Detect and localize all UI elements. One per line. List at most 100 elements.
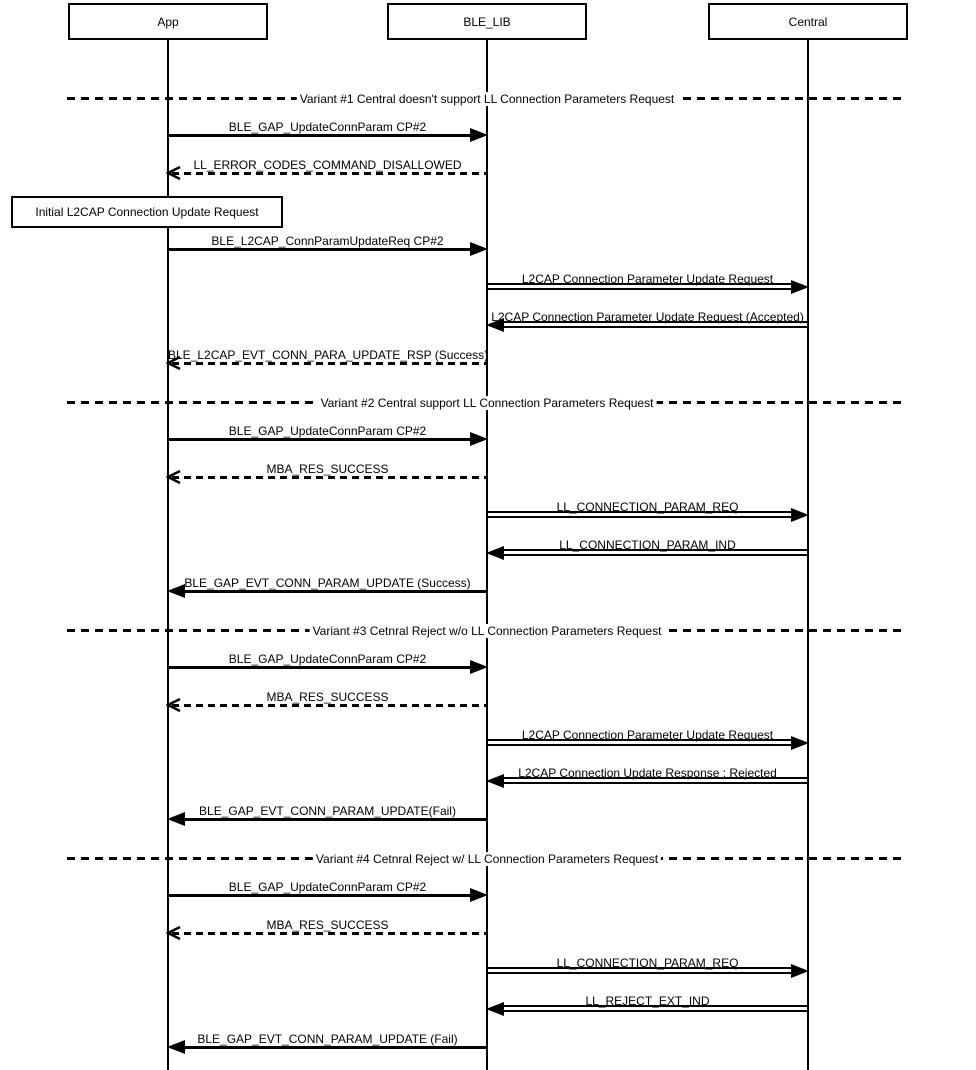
arrowhead-filled-icon [470,128,488,142]
message-label: MBA_RES_SUCCESS [266,462,389,476]
arrow-line [487,972,796,974]
message-arrow: BLE_GAP_UpdateConnParam CP#2 [168,114,488,144]
variant-divider-label: Variant #1 Central doesn't support LL Co… [296,91,678,106]
message-arrow: BLE_GAP_EVT_CONN_PARAM_UPDATE(Fail) [167,798,487,828]
arrow-line [168,666,475,669]
arrow-line [499,549,808,551]
message-arrow: L2CAP Connection Parameter Update Reques… [487,266,809,296]
message-arrow: LL_ERROR_CODES_COMMAND_DISALLOWED [165,152,487,182]
arrowhead-open-icon [165,925,182,941]
message-label: MBA_RES_SUCCESS [266,690,389,704]
message-label: L2CAP Connection Parameter Update Reques… [521,272,774,286]
participant-central-label: Central [788,14,828,29]
arrowhead-filled-icon [470,888,488,902]
arrowhead-filled-icon [470,660,488,674]
participant-central: Central [708,3,908,40]
message-arrow: LL_CONNECTION_PARAM_REQ [487,950,809,980]
arrow-line [499,554,808,556]
message-label: MBA_RES_SUCCESS [266,918,389,932]
arrow-line [180,590,487,593]
message-label: LL_CONNECTION_PARAM_REQ [556,500,739,514]
variant-divider-label: Variant #4 Cetnral Reject w/ LL Connecti… [312,851,662,866]
participant-ble-lib: BLE_LIB [387,3,587,40]
arrowhead-filled-icon [470,432,488,446]
variant-divider: Variant #4 Cetnral Reject w/ LL Connecti… [67,851,907,866]
message-label: BLE_GAP_EVT_CONN_PARAM_UPDATE(Fail) [199,804,456,818]
message-arrow: L2CAP Connection Update Response : Rejec… [486,760,808,790]
arrowhead-filled-icon [167,812,185,826]
note-label: Initial L2CAP Connection Update Request [35,205,259,219]
participant-ble-lib-label: BLE_LIB [463,14,511,29]
message-arrow: LL_CONNECTION_PARAM_IND [486,532,808,562]
arrow-line [487,516,796,518]
lifeline-central [807,40,809,1070]
arrow-line [168,438,475,441]
arrowhead-filled-icon [167,584,185,598]
arrowhead-open-icon [165,469,182,485]
arrow-line [499,326,808,328]
message-arrow: BLE_GAP_UpdateConnParam CP#2 [168,646,488,676]
arrowhead-filled-icon [470,242,488,256]
variant-divider-label: Variant #3 Cetnral Reject w/o LL Connect… [309,623,665,638]
arrow-line [168,248,475,251]
message-label: L2CAP Connection Parameter Update Reques… [521,728,774,742]
participant-app: App [68,3,268,40]
arrow-line [499,1010,808,1012]
variant-divider: Variant #3 Cetnral Reject w/o LL Connect… [67,623,907,638]
message-arrow: BLE_GAP_EVT_CONN_PARAM_UPDATE (Success) [167,570,487,600]
arrow-line [180,1046,487,1049]
variant-divider: Variant #1 Central doesn't support LL Co… [67,91,907,106]
arrow-line [168,894,475,897]
message-label: BLE_GAP_UpdateConnParam CP#2 [228,424,427,438]
arrowhead-open-icon [165,697,182,713]
arrow-line [487,283,796,285]
arrowhead-open-icon [165,355,182,371]
message-arrow: L2CAP Connection Parameter Update Reques… [487,722,809,752]
arrow-line [499,782,808,784]
message-arrow: MBA_RES_SUCCESS [165,912,487,942]
message-label: LL_REJECT_EXT_IND [585,994,710,1008]
arrow-line [487,744,796,746]
message-label: LL_ERROR_CODES_COMMAND_DISALLOWED [193,158,462,172]
lifeline-app [167,40,169,1070]
arrow-line [487,967,796,969]
arrowhead-filled-icon [791,280,809,294]
arrowhead-filled-icon [486,774,504,788]
message-label: L2CAP Connection Update Response : Rejec… [518,766,777,780]
arrow-line [172,362,487,365]
participant-app-label: App [157,14,179,29]
message-label: BLE_GAP_EVT_CONN_PARAM_UPDATE (Fail) [197,1032,458,1046]
message-arrow: BLE_L2CAP_EVT_CONN_PARA_UPDATE_RSP (Succ… [165,342,488,372]
arrowhead-filled-icon [486,546,504,560]
arrow-line [168,134,475,137]
message-arrow: BLE_GAP_EVT_CONN_PARAM_UPDATE (Fail) [167,1026,487,1056]
arrowhead-filled-icon [791,736,809,750]
variant-divider-label: Variant #2 Central support LL Connection… [317,395,657,410]
message-arrow: BLE_GAP_UpdateConnParam CP#2 [168,874,488,904]
variant-divider: Variant #2 Central support LL Connection… [67,395,907,410]
arrowhead-filled-icon [791,508,809,522]
message-arrow: BLE_GAP_UpdateConnParam CP#2 [168,418,488,448]
note-box: Initial L2CAP Connection Update Request [11,196,283,228]
message-arrow: MBA_RES_SUCCESS [165,684,487,714]
arrow-line [487,511,796,513]
message-arrow: MBA_RES_SUCCESS [165,456,487,486]
message-arrow: LL_REJECT_EXT_IND [486,988,808,1018]
arrow-line [499,321,808,323]
message-label: BLE_GAP_UpdateConnParam CP#2 [228,880,427,894]
arrowhead-filled-icon [486,1002,504,1016]
arrow-line [499,777,808,779]
message-label: BLE_GAP_UpdateConnParam CP#2 [228,120,427,134]
message-label: LL_CONNECTION_PARAM_IND [559,538,736,552]
message-label: BLE_GAP_EVT_CONN_PARAM_UPDATE (Success) [184,576,471,590]
arrowhead-filled-icon [791,964,809,978]
message-arrow: LL_CONNECTION_PARAM_REQ [487,494,809,524]
message-label: LL_CONNECTION_PARAM_REQ [556,956,739,970]
arrow-line [172,704,487,707]
message-arrow: BLE_L2CAP_ConnParamUpdateReq CP#2 [168,228,488,258]
arrow-line [487,739,796,741]
arrow-line [180,818,487,821]
arrow-line [172,476,487,479]
arrow-line [487,288,796,290]
